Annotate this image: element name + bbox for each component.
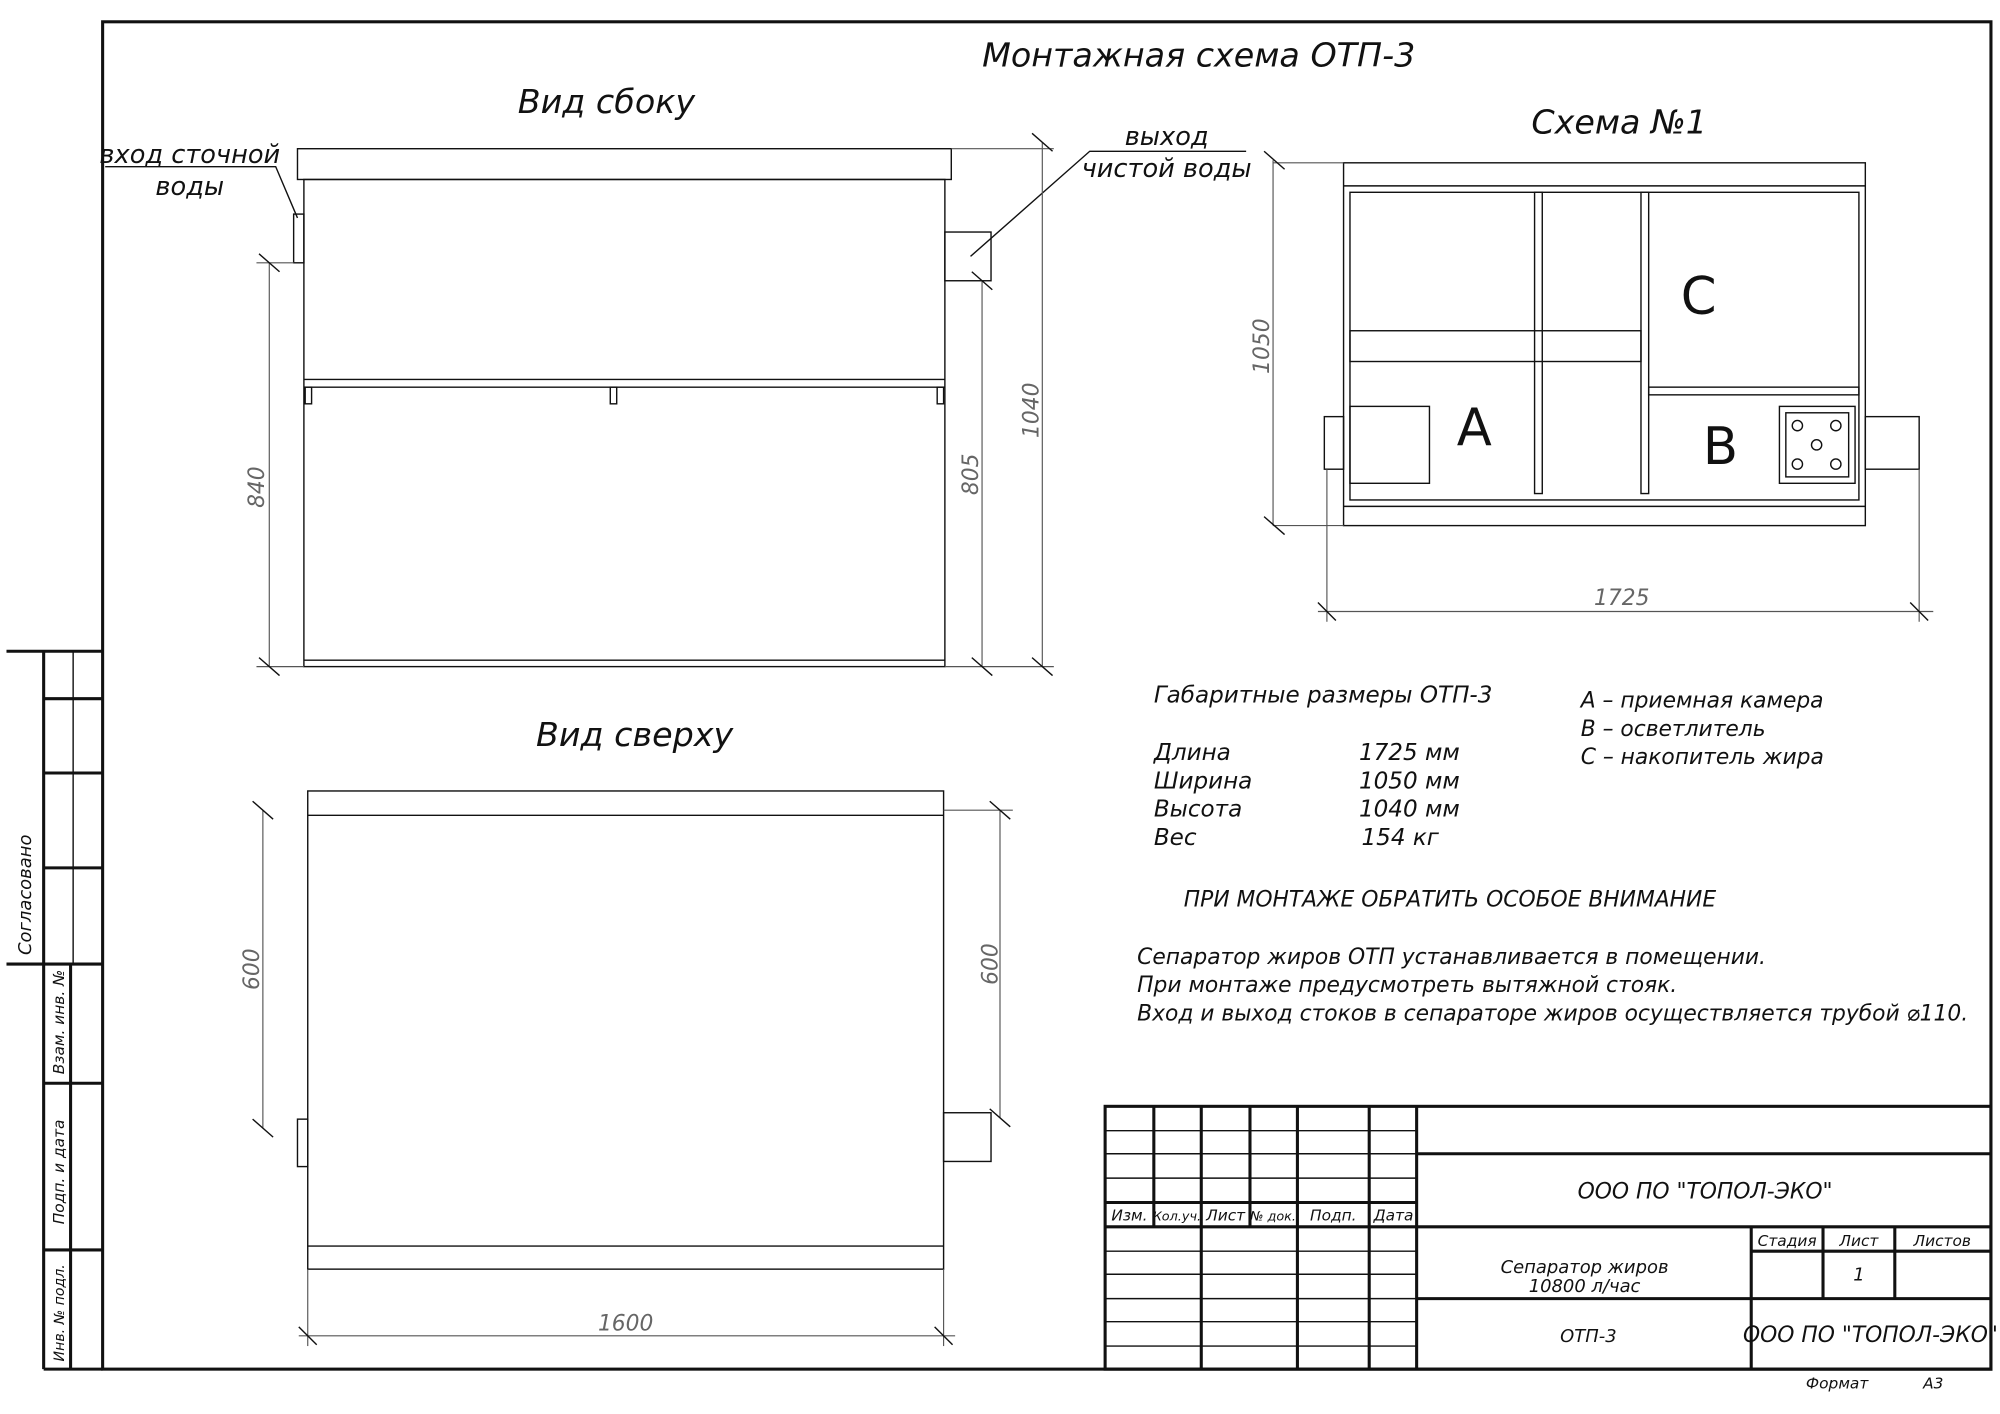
side-view-title: Вид сбоку	[518, 82, 697, 121]
scheme-1: Схема №1 A B C 1050 1725	[1250, 102, 1934, 622]
inlet-label: вход сточной	[99, 140, 280, 170]
spec-name: Длина	[1153, 740, 1231, 766]
dim-left-width: 600	[240, 948, 265, 990]
chamber-b-label: B	[1703, 417, 1738, 477]
dim-scheme-width: 1050	[1250, 318, 1275, 373]
tb-header: Подп.	[1310, 1206, 1357, 1224]
notes: ПРИ МОНТАЖЕ ОБРАТИТЬ ОСОБОЕ ВНИМАНИЕ Сеп…	[1137, 887, 1968, 1026]
inlet-pipe	[292, 213, 305, 264]
format-label: Формат	[1806, 1374, 1869, 1392]
top-view: Вид сверху 600 600 1600	[240, 715, 1013, 1347]
spec-name: Ширина	[1154, 768, 1253, 794]
spec-value: 1050 мм	[1359, 768, 1460, 794]
tb-header: Кол.уч.	[1153, 1209, 1201, 1224]
spec-name: Высота	[1154, 797, 1242, 823]
inv-orig-label: Инв. № подл.	[52, 1264, 68, 1361]
outlet-pipe	[944, 231, 992, 282]
sign-date-label: Подп. и дата	[50, 1120, 68, 1225]
side-view: Вид сбоку вход сточной воды выход чистой…	[99, 82, 1252, 677]
top-view-title: Вид сверху	[536, 715, 735, 754]
scheme-title: Схема №1	[1531, 102, 1707, 141]
dim-total-height: 1040	[1019, 383, 1044, 438]
chamber-c-label: C	[1681, 267, 1717, 327]
spec-value: 154 кг	[1362, 825, 1440, 851]
note-line: Вход и выход стоков в сепараторе жиров о…	[1137, 1001, 1968, 1026]
tb-header: № док.	[1249, 1209, 1296, 1224]
inv-replace-label: Взам. инв. №	[50, 970, 68, 1074]
product-capacity: 10800 л/час	[1529, 1276, 1641, 1297]
legend-item: C – накопитель жира	[1581, 745, 1824, 770]
spec-value: 1040 мм	[1359, 797, 1460, 823]
sheet-number: 1	[1853, 1265, 1864, 1286]
spec-value: 1725 мм	[1359, 740, 1460, 766]
inlet-label-2: воды	[155, 172, 224, 202]
drawing-frame	[101, 20, 1993, 1371]
company-name-2: ООО ПО "ТОПОЛ-ЭКО"	[1743, 1323, 1998, 1348]
specs-table: Габаритные размеры ОТП-3 Длина 1725 мм Ш…	[1153, 683, 1493, 851]
dim-inlet-height: 840	[245, 466, 270, 508]
chamber-a-label: A	[1457, 398, 1492, 458]
outlet-label: выход	[1125, 122, 1209, 152]
outlet-label-2: чистой воды	[1082, 154, 1252, 184]
format-value: A3	[1922, 1374, 1943, 1392]
specs-title: Габаритные размеры ОТП-3	[1154, 683, 1493, 709]
dim-scheme-length: 1725	[1594, 586, 1649, 611]
product-name: Сепаратор жиров	[1501, 1257, 1669, 1278]
note-line: Сепаратор жиров ОТП устанавливается в по…	[1137, 945, 1766, 970]
title-block: Изм. Кол.уч. Лист № док. Подп. Дата ООО …	[1103, 1104, 1998, 1392]
sheet-header: Лист	[1838, 1232, 1879, 1250]
tb-header: Изм.	[1111, 1206, 1147, 1224]
company-name: ООО ПО "ТОПОЛ-ЭКО"	[1578, 1180, 1833, 1205]
stage-header: Стадия	[1758, 1232, 1817, 1250]
legend-item: B – осветлитель	[1581, 717, 1766, 742]
legend-item: A – приемная камера	[1579, 689, 1824, 714]
legend: A – приемная камера B – осветлитель C – …	[1579, 689, 1824, 770]
tb-header: Лист	[1205, 1206, 1246, 1224]
notes-heading: ПРИ МОНТАЖЕ ОБРАТИТЬ ОСОБОЕ ВНИМАНИЕ	[1184, 887, 1717, 912]
dim-length: 1600	[598, 1312, 653, 1337]
side-strip: Согласовано Взам. инв. № Подп. и дата Ин…	[6, 649, 103, 1371]
note-line: При монтаже предусмотреть вытяжной стояк…	[1137, 973, 1677, 998]
spec-name: Вес	[1154, 825, 1197, 851]
sheets-header: Листов	[1913, 1232, 1971, 1250]
page-title: Монтажная схема ОТП-3	[982, 36, 1415, 75]
dim-outlet-height: 805	[959, 454, 984, 496]
tb-header: Дата	[1373, 1206, 1414, 1224]
dim-right-width: 600	[978, 943, 1003, 985]
product-code: ОТП-3	[1560, 1326, 1616, 1347]
agreed-label: Согласовано	[15, 835, 36, 956]
